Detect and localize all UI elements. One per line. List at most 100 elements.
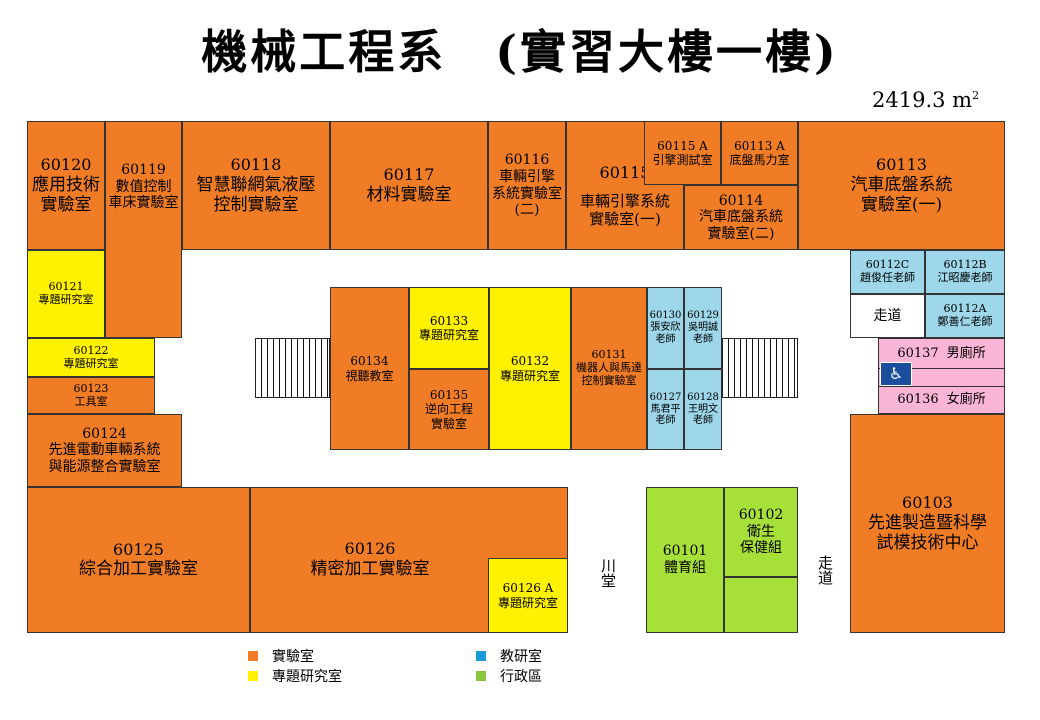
- room-name: 機器人與馬達 控制實驗室: [576, 361, 642, 387]
- room-name: 汽車底盤系統 實驗室(一): [850, 174, 953, 215]
- room-60134[interactable]: 60134 視聽教室: [330, 287, 409, 450]
- room-number: 60112B: [943, 258, 987, 272]
- room-number: 60123: [73, 381, 109, 395]
- room-number: 60129: [687, 310, 719, 322]
- room-60113a[interactable]: 60113 A 底盤馬力室: [721, 121, 798, 185]
- room-name: 王明文 老師: [688, 403, 718, 427]
- legend-label: 專題研究室: [272, 669, 342, 685]
- room-number: 60101: [662, 543, 708, 560]
- room-60132[interactable]: 60132 專題研究室: [489, 287, 571, 450]
- room-60102[interactable]: 60102 衛生 保健組: [724, 487, 798, 577]
- room-number: 60119: [121, 162, 166, 178]
- room-60129[interactable]: 60129 吳明誠 老師: [684, 287, 722, 369]
- room-60112a[interactable]: 60112A 鄭善仁老師: [925, 294, 1005, 338]
- room-60120[interactable]: 60120 應用技術 實驗室: [27, 121, 105, 250]
- room-60112c[interactable]: 60112C 趙俊任老師: [850, 250, 925, 294]
- room-name: 智慧聯網氣液壓 控制實驗室: [196, 174, 316, 215]
- room-number: 60126 A: [502, 581, 554, 596]
- room-name: 綜合加工實驗室: [79, 559, 198, 580]
- room-60119[interactable]: 60119 數值控制 車床實驗室: [105, 121, 182, 338]
- room-number: 60133: [429, 313, 469, 328]
- room-name: 逆向工程 實驗室: [424, 402, 473, 431]
- room-60121[interactable]: 60121 專題研究室: [27, 250, 105, 338]
- room-name: 應用技術 實驗室: [32, 174, 100, 215]
- room-name: 先進電動車輛系統 與能源整合實驗室: [48, 442, 161, 475]
- room-60135[interactable]: 60135 逆向工程 實驗室: [409, 369, 489, 450]
- room-name: 底盤馬力室: [729, 153, 790, 167]
- room-60114[interactable]: 60114 汽車底盤系統 實驗室(二): [684, 185, 798, 250]
- floor-area-value: 2419.3 m: [872, 88, 973, 112]
- page-title: 機械工程系 (實習大樓一樓): [201, 25, 839, 79]
- room-name: 車輛引擎 系統實驗室 (二): [492, 168, 562, 219]
- room-60123[interactable]: 60123 工具室: [27, 377, 155, 414]
- room-60112b[interactable]: 60112B 江昭慶老師: [925, 250, 1005, 294]
- room-60124[interactable]: 60124 先進電動車輛系統 與能源整合實驗室: [27, 414, 182, 487]
- room-number: 60124: [82, 425, 127, 442]
- legend-swatch-admin: [476, 671, 486, 681]
- room-number: 60132: [510, 354, 550, 369]
- room-name: 吳明誠 老師: [688, 322, 718, 345]
- legend-swatch-lab: [248, 651, 258, 661]
- room-number: 60134: [350, 354, 389, 369]
- legend-label: 實驗室: [272, 649, 314, 665]
- room-60115[interactable]: 60115 車輛引擎系統 實驗室(一): [566, 121, 684, 250]
- room-60113[interactable]: 60113 汽車底盤系統 實驗室(一): [798, 121, 1005, 250]
- room-name: 鄭善仁老師: [937, 315, 993, 328]
- legend-item-admin: 行政區: [476, 666, 542, 686]
- room-60103[interactable]: 60103 先進製造暨科學 試模技術中心: [850, 414, 1005, 633]
- room-number: 60127: [649, 391, 682, 403]
- room-60131[interactable]: 60131 機器人與馬達 控制實驗室: [571, 287, 647, 450]
- room-name: 男廁所: [946, 345, 986, 361]
- room-name: 車輛引擎系統 實驗室(一): [579, 191, 670, 228]
- room-60127[interactable]: 60127 馬君平 老師: [647, 369, 684, 450]
- room-name: 精密加工實驗室: [310, 558, 430, 579]
- room-name: 江昭慶老師: [937, 271, 993, 284]
- room-number: 60137: [897, 345, 939, 361]
- room-name: 專題研究室: [418, 328, 479, 342]
- room-60126a[interactable]: 60126 A 專題研究室: [488, 558, 568, 633]
- legend-label: 教研室: [500, 649, 542, 665]
- room-60136[interactable]: 60136 女廁所: [878, 386, 1005, 414]
- legend-label: 行政區: [500, 669, 542, 685]
- room-number: 60118: [230, 155, 282, 175]
- room-number: 60114: [718, 192, 764, 209]
- room-name: 先進製造暨科學 試模技術中心: [868, 512, 987, 553]
- room-60116[interactable]: 60116 車輛引擎 系統實驗室 (二): [488, 121, 566, 250]
- stairs-left: [255, 338, 330, 398]
- legend-item-faculty: 教研室: [476, 646, 542, 666]
- room-number: 60103: [902, 493, 953, 513]
- room-number: 60131: [591, 348, 627, 362]
- room-60122[interactable]: 60122 專題研究室: [27, 338, 155, 377]
- floor-area: 2419.3 m2: [872, 88, 979, 112]
- stairs-right: [722, 338, 798, 398]
- room-name: 材料實驗室: [366, 184, 452, 205]
- room-name: 專題研究室: [63, 356, 119, 370]
- room-number: 60117: [383, 165, 435, 185]
- room-number: 60121: [48, 280, 84, 294]
- room-60117[interactable]: 60117 材料實驗室: [330, 121, 488, 250]
- room-number: 60112A: [943, 302, 987, 316]
- room-name: 馬君平 老師: [650, 403, 681, 427]
- room-number: 60125: [113, 539, 164, 559]
- floor-area-unit-superscript: 2: [972, 89, 980, 102]
- room-60130[interactable]: 60130 張安欣 老師: [647, 287, 684, 369]
- room-60128[interactable]: 60128 王明文 老師: [684, 369, 722, 450]
- room-name: 趙俊任老師: [860, 271, 915, 284]
- room-number: 60128: [687, 391, 719, 403]
- wheelchair-icon: ♿: [880, 362, 912, 386]
- room-number: 60126: [344, 539, 396, 558]
- room-name: 工具室: [74, 394, 108, 408]
- room-60133[interactable]: 60133 專題研究室: [409, 287, 489, 369]
- corridor-label-chuantang: 川堂: [599, 558, 617, 588]
- corridor-box: 走道: [850, 294, 925, 338]
- room-number: 60120: [40, 155, 92, 175]
- legend-item-project: 專題研究室: [248, 666, 342, 686]
- room-60115a[interactable]: 60115 A 引擎測試室: [644, 121, 721, 185]
- room-number: 60122: [73, 343, 109, 357]
- room-name: 專題研究室: [499, 368, 560, 383]
- room-60118[interactable]: 60118 智慧聯網氣液壓 控制實驗室: [182, 121, 330, 250]
- room-60125[interactable]: 60125 綜合加工實驗室: [27, 487, 250, 633]
- room-number: 60135: [429, 388, 469, 403]
- room-60101[interactable]: 60101 體育組: [646, 487, 724, 633]
- room-name: 衛生 保健組: [740, 523, 782, 557]
